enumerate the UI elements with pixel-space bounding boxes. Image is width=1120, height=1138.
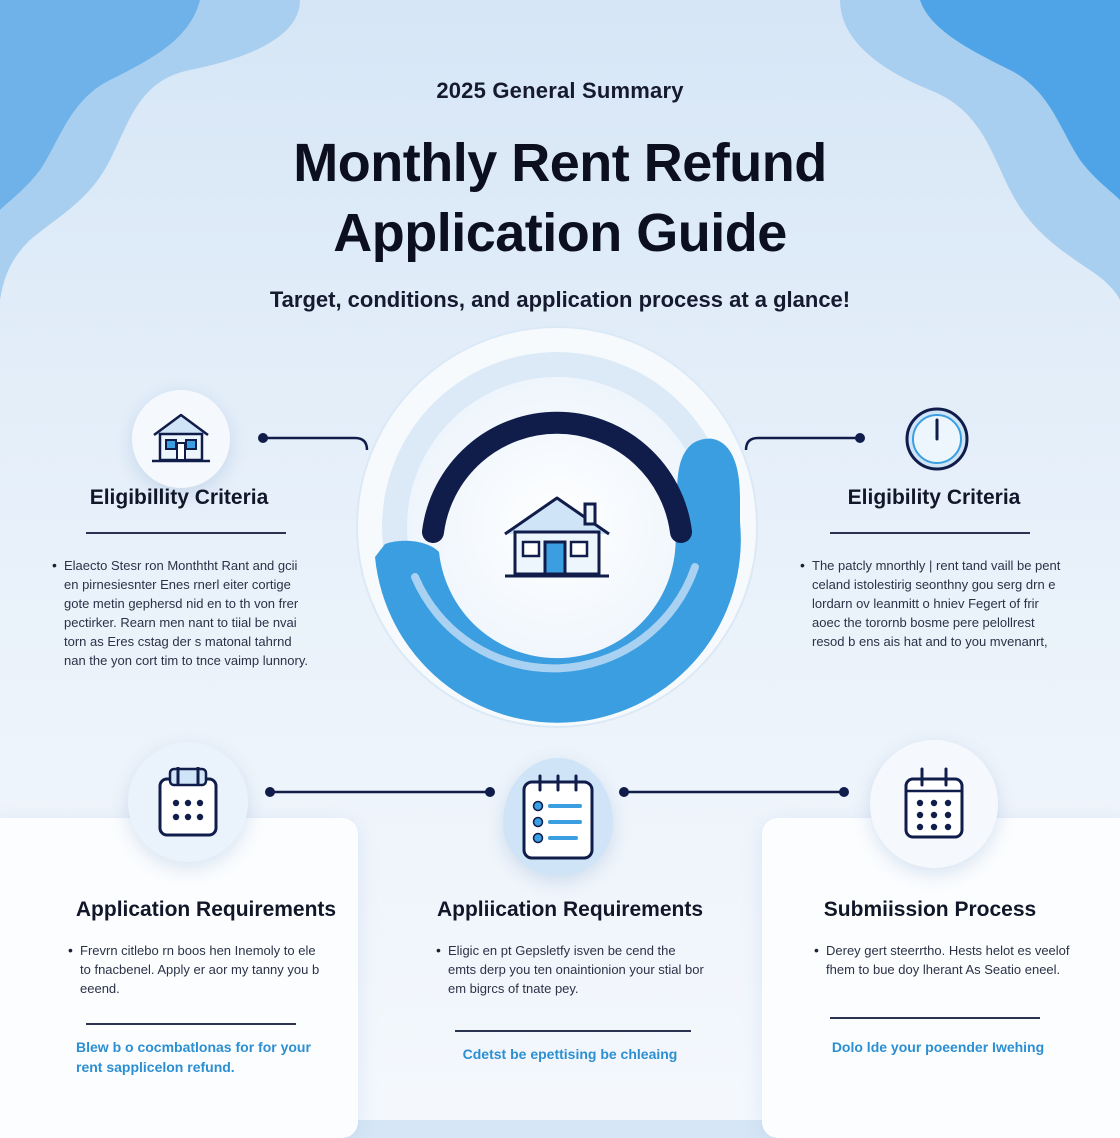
bottom-right-title: Submiission Process <box>823 898 1037 921</box>
left-section-bullet-text: Elaecto Stesr ron Monththt Rant and gcii… <box>64 558 308 668</box>
card-bottom-right <box>762 818 1120 1138</box>
center-navy-arc <box>422 411 692 543</box>
clock-icon <box>905 407 969 471</box>
bullet-dot: • <box>52 557 57 573</box>
house-icon <box>504 496 610 578</box>
eyebrow-text: 2025 General Summary <box>436 78 684 103</box>
page-title-line2: Application Guide <box>333 203 787 263</box>
center-hero-graphic <box>356 326 758 728</box>
center-blue-arc <box>375 438 741 723</box>
right-icon-badge <box>888 390 986 488</box>
bottom-left-link[interactable]: Blew b o cocmbatlonas for for your rent … <box>76 1039 311 1075</box>
bullet-dot: • <box>800 557 805 573</box>
bottom-center-bullet-text: Eligic en pt Gepsletfy isven be cend the… <box>448 943 704 996</box>
bottom-right-bullet-text: Derey gert steerrtho. Hests helot es vee… <box>826 943 1070 977</box>
bottom-right-bullet: • Derey gert steerrtho. Hests helot es v… <box>814 941 1072 979</box>
bullet-dot: • <box>68 942 73 958</box>
bottom-left-icon-badge <box>128 742 248 862</box>
bottom-center-link[interactable]: Cdetst be epettising be chleaing <box>462 1046 678 1062</box>
bullet-dot: • <box>814 942 819 958</box>
right-section-bullet-text: The patcly mnorthly | rent tand vaill be… <box>812 558 1061 649</box>
left-section-title: Eligibillity Criteria <box>89 486 269 509</box>
bottom-left-bullet: • Frevrn citlebo rn boos hen Inemoly to … <box>68 941 330 998</box>
left-section-bullet: • Elaecto Stesr ron Monththt Rant and gc… <box>52 556 314 670</box>
connector-bottom-right <box>619 787 849 797</box>
bottom-left-divider <box>86 1023 296 1025</box>
bullet-dot: • <box>436 942 441 958</box>
right-section-divider <box>830 532 1030 534</box>
blob-top-left <box>0 0 300 300</box>
bottom-center-title: Appliication Requirements <box>436 898 704 921</box>
calendar-icon <box>904 767 964 839</box>
bottom-left-title: Application Requirements <box>75 898 337 921</box>
bottom-center-icon-badge <box>503 758 613 876</box>
bottom-center-bullet: • Eligic en pt Gepsletfy isven be cend t… <box>436 941 704 998</box>
right-section-bullet: • The patcly mnorthly | rent tand vaill … <box>800 556 1067 651</box>
page-title-line1: Monthly Rent Refund <box>293 133 827 193</box>
bottom-right-icon-badge <box>870 740 998 868</box>
center-blue-arc-highlight <box>411 563 699 673</box>
connector-bottom-left <box>265 787 495 797</box>
left-icon-badge <box>132 390 230 488</box>
card-bottom-left <box>0 818 358 1138</box>
bottom-center-divider <box>455 1030 691 1032</box>
bottom-right-link[interactable]: Dolo lde your poeender Iwehing <box>831 1039 1045 1055</box>
bottom-left-bullet-text: Frevrn citlebo rn boos hen Inemoly to el… <box>80 943 320 996</box>
blob-top-right <box>840 0 1120 300</box>
connector-left <box>258 433 369 451</box>
right-section-title: Eligibility Criteria <box>847 486 1021 509</box>
bottom-right-divider <box>830 1017 1040 1019</box>
checklist-icon <box>522 774 594 860</box>
page-title: Monthly Rent Refund Application Guide <box>0 128 1120 268</box>
left-section-divider <box>86 532 286 534</box>
connector-right <box>744 433 865 451</box>
house-icon <box>152 413 210 463</box>
page-subtitle: Target, conditions, and application proc… <box>269 287 851 312</box>
calendar-icon <box>158 767 218 837</box>
